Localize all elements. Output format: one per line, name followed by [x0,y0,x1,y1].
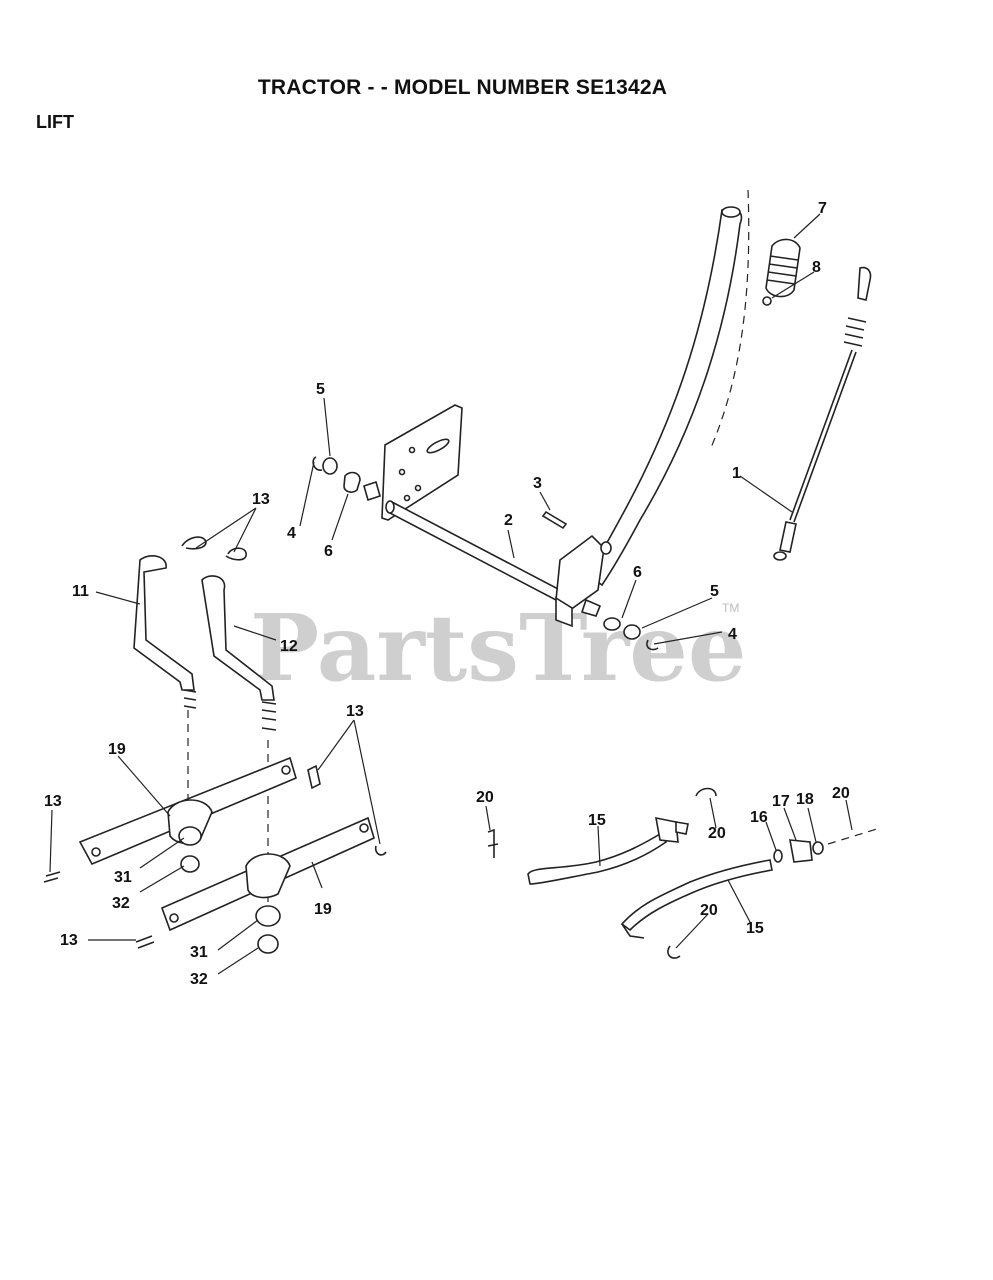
trunnion-17[interactable] [789,839,813,863]
rod-upper[interactable] [527,816,689,885]
handle-centerline [709,189,750,451]
callout-16: 16 [750,809,768,826]
callout-17: 17 [772,793,790,810]
bushing-right[interactable] [580,598,602,617]
callout-5-right: 5 [710,583,719,600]
bushing-flange-left[interactable] [363,480,381,502]
bushing-right-b[interactable] [603,617,621,631]
callout-15-upper: 15 [588,812,606,829]
clip-20d[interactable] [667,945,681,959]
clip-left[interactable] [312,456,323,471]
callout-5-left: 5 [316,381,325,398]
callout-4-left: 4 [287,525,296,542]
clip-right[interactable] [646,639,659,651]
callout-7: 7 [818,200,827,217]
bushing-left[interactable] [343,471,361,493]
callout-11: 11 [72,583,89,600]
clip-20a[interactable] [487,828,499,858]
lift-arm-lower[interactable] [160,816,375,932]
callout-13-mid: 13 [346,703,364,720]
callout-31-upper: 31 [114,869,132,886]
callout-1: 1 [732,465,741,482]
callout-20-left: 20 [476,789,494,806]
callouts: 7 8 1 5 4 6 3 2 6 5 4 13 11 12 13 19 13 … [44,200,850,988]
section-label: LIFT [36,112,74,132]
callout-12: 12 [280,638,298,655]
roller-lower[interactable] [255,905,281,927]
clip-arm-c[interactable] [43,871,61,883]
lift-handle[interactable] [586,206,743,587]
nut-18[interactable] [812,841,824,855]
lift-link-left[interactable] [133,555,197,709]
handle-grip[interactable] [765,238,801,298]
callout-13-bottom: 13 [60,932,78,949]
rod-lower[interactable] [620,859,773,939]
title-text: TRACTOR - - MODEL NUMBER SE1342A [257,76,668,99]
clip-arm-a[interactable] [307,764,321,790]
callout-32-upper: 32 [112,895,130,912]
page-title: TRACTOR - - MODEL NUMBER SE1342A [0,76,993,100]
callout-19-lower: 19 [314,901,332,918]
callout-6-right: 6 [633,564,642,581]
shaft-bracket [555,534,612,628]
lift-shaft[interactable] [385,500,562,602]
watermark-text: PartsTree [250,594,746,702]
callout-32-lower: 32 [190,971,208,988]
callout-20-mid: 20 [708,825,726,842]
lift-link-right[interactable] [201,575,277,731]
callout-6-left: 6 [324,543,333,560]
callout-31-lower: 31 [190,944,208,961]
callout-19-upper: 19 [108,741,126,758]
watermark: PartsTree TM [250,594,746,702]
callout-8: 8 [812,259,821,276]
washer-left[interactable] [322,457,338,475]
lift-rod[interactable] [773,266,872,561]
callout-13-left: 13 [44,793,62,810]
grip-plug[interactable] [762,296,772,306]
roller-upper[interactable] [178,826,202,846]
callout-20-right: 20 [832,785,850,802]
clip-20b[interactable] [695,787,717,797]
callout-18: 18 [796,791,814,808]
spacer-lower[interactable] [257,934,279,954]
callout-2: 2 [504,512,513,529]
spacer-upper[interactable] [180,855,200,873]
clip-arm-b[interactable] [374,845,387,856]
callout-20-bottom: 20 [700,902,718,919]
watermark-tm: TM [722,601,739,615]
callout-15-lower: 15 [746,920,764,937]
leader-lines [49,213,853,975]
callout-3: 3 [533,475,542,492]
clip-arm-d[interactable] [135,935,155,949]
hardware-axis [827,827,881,845]
cotter-pin[interactable] [541,510,568,530]
callout-13-top: 13 [252,491,270,508]
hairpin-clip-a[interactable] [181,536,207,550]
hairpin-clip-b[interactable] [225,547,247,561]
mounting-plate [381,404,463,521]
pin-16[interactable] [773,849,783,863]
washer-right[interactable] [623,624,641,640]
callout-4-right: 4 [728,626,737,643]
